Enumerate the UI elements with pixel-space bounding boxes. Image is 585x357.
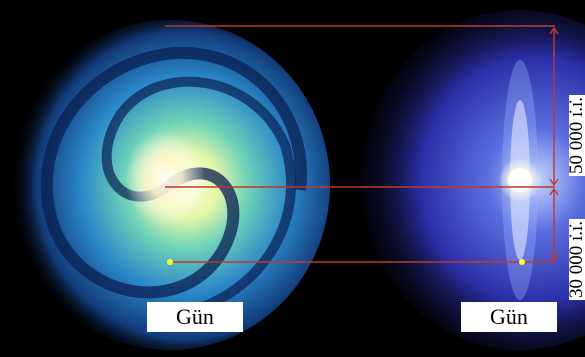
sun-marker-left: [167, 259, 173, 265]
marker-lines: [165, 25, 559, 263]
sun-marker-right: [519, 259, 525, 265]
distance-label-bottom: 30 000 ı̇.ı̇.: [566, 218, 585, 300]
sun-label-left: Gün: [147, 302, 243, 332]
edge-on-galaxy: [360, 10, 585, 350]
distance-label-top: 50 000 ı̇.ı̇.: [566, 94, 585, 176]
face-on-galaxy: [10, 20, 330, 350]
sun-label-right: Gün: [461, 302, 557, 332]
